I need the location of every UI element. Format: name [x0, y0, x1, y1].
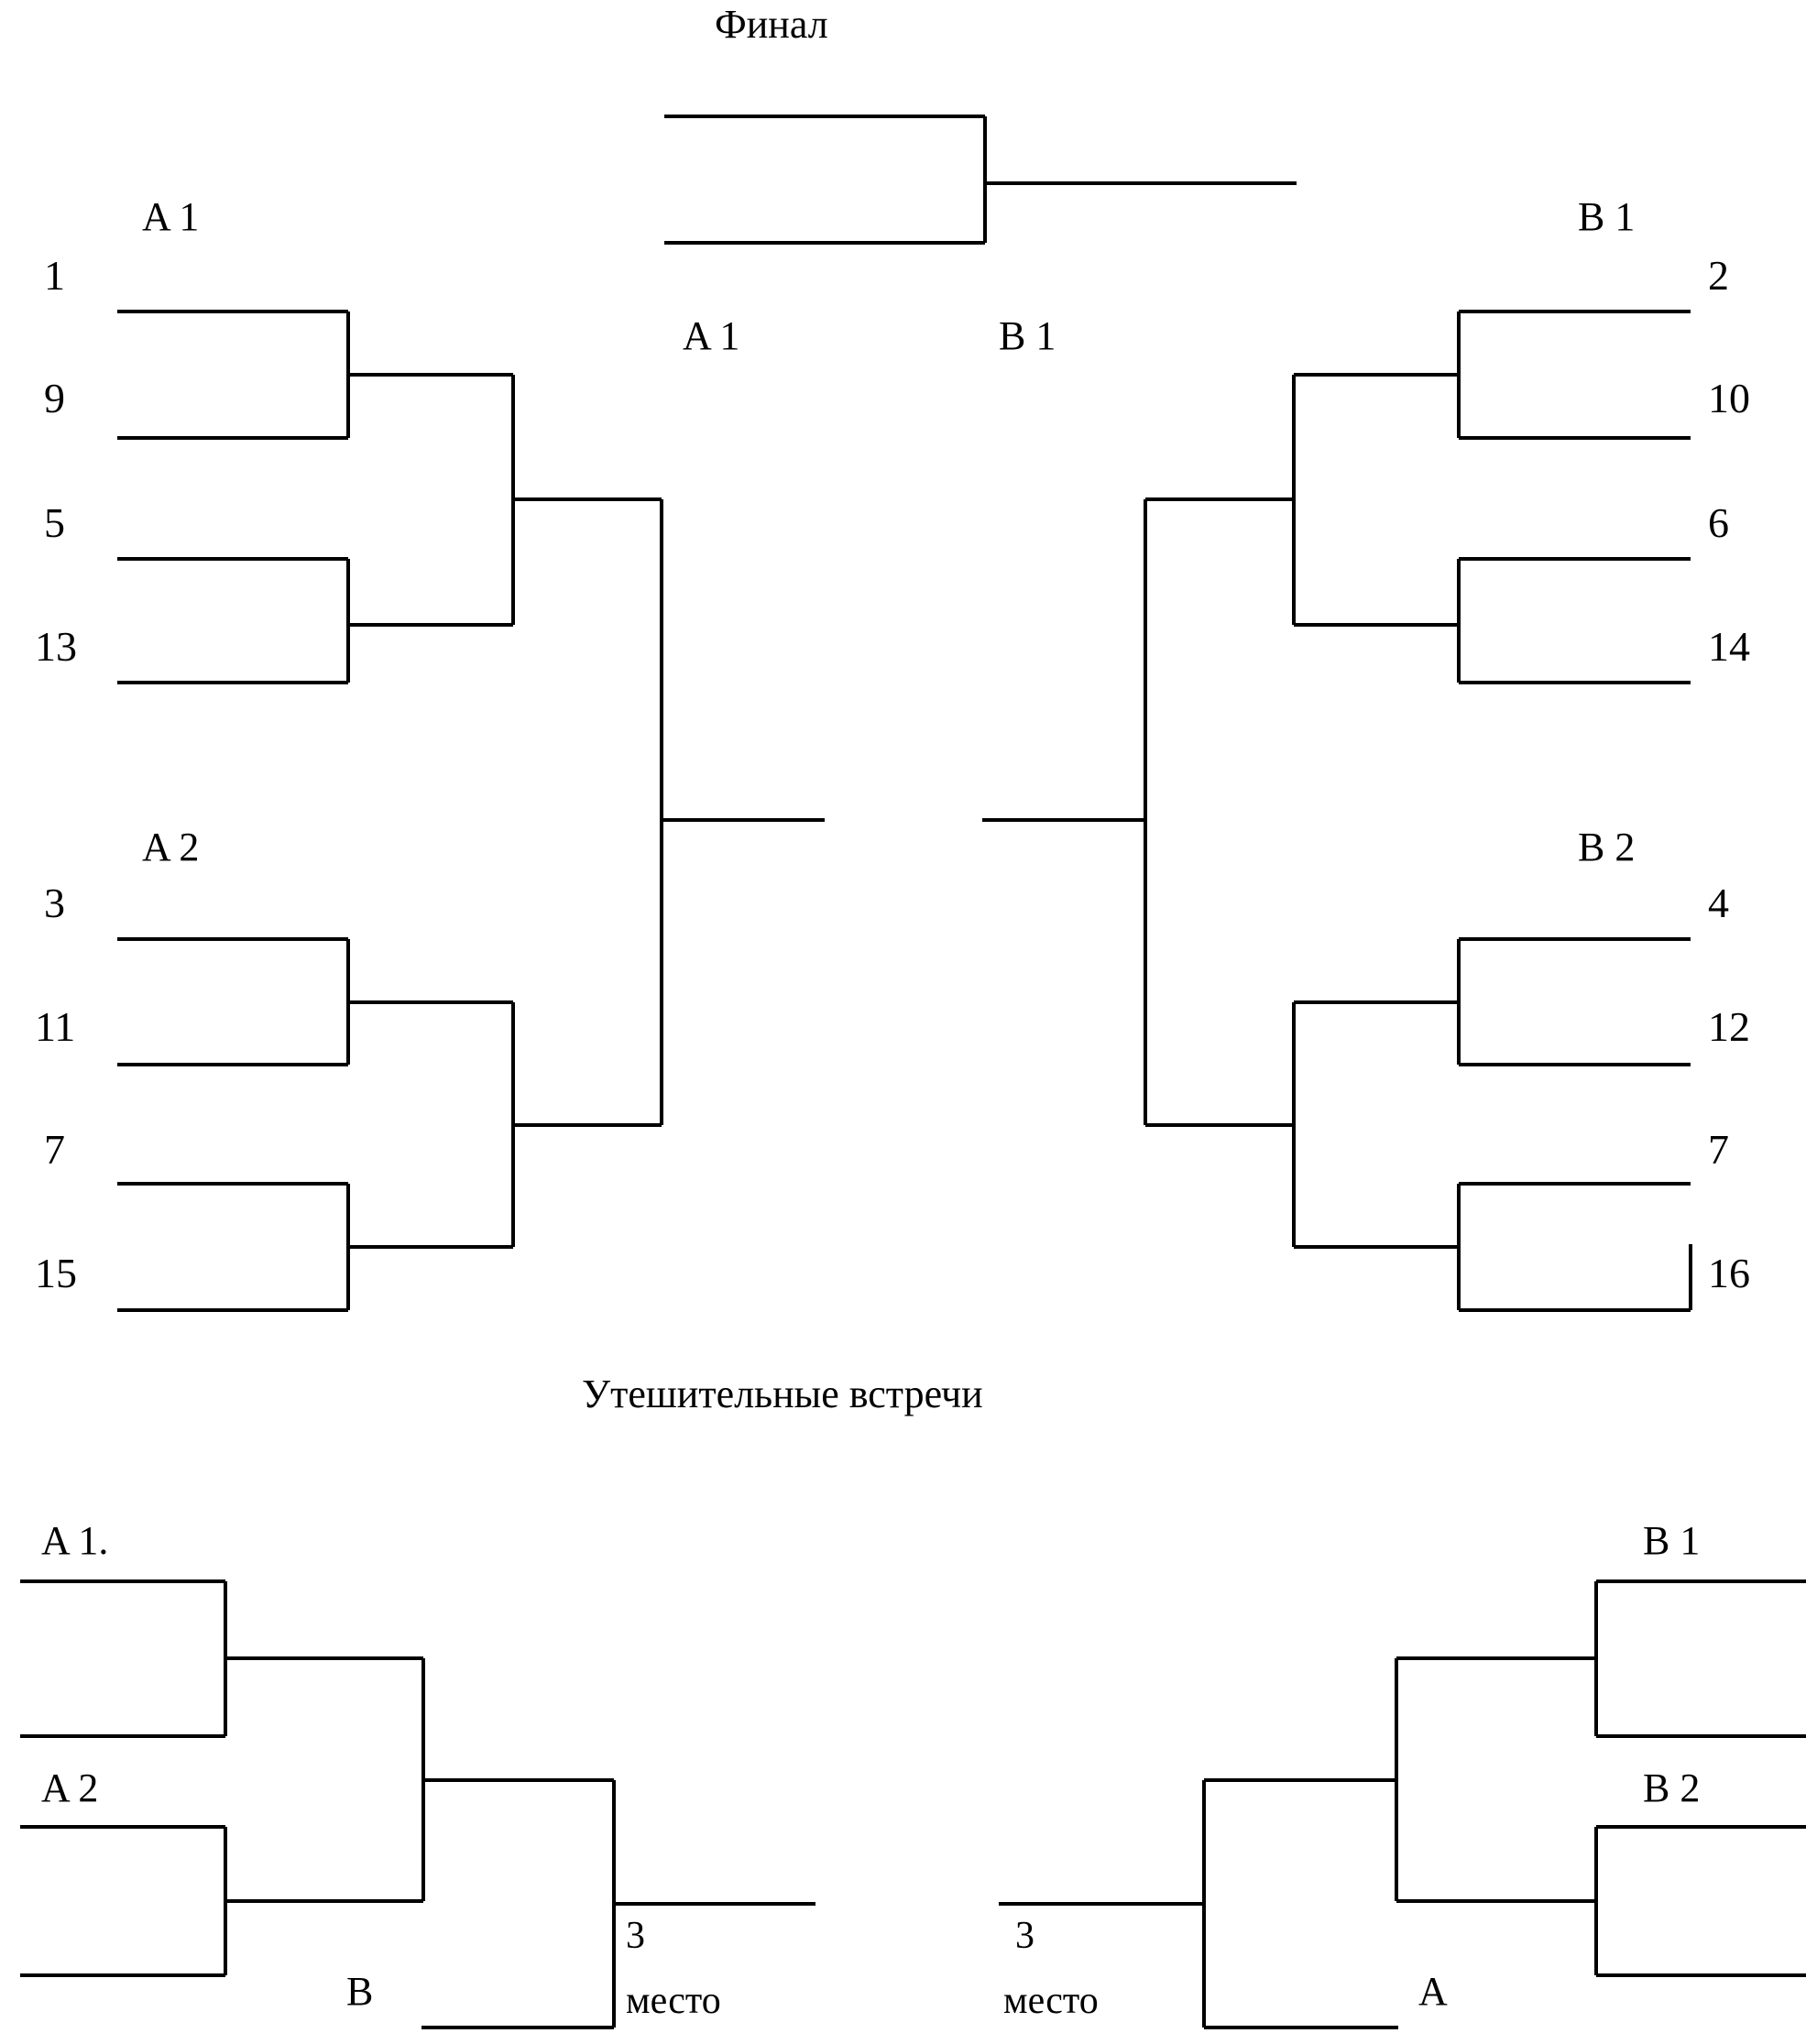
consolation-left-entry-top-label: A 1. — [41, 1518, 109, 1563]
left-semifinal-lines — [511, 499, 825, 1127]
seed-left-5: 3 — [44, 880, 65, 926]
consolation-left-place-word: место — [626, 1980, 721, 2022]
consolation-left-round2-lines — [224, 1656, 425, 1903]
seed-right-6: 12 — [1708, 1003, 1750, 1050]
group-label-b2: B 2 — [1578, 825, 1636, 869]
seed-right-7: 7 — [1708, 1126, 1729, 1173]
seed-left-3: 5 — [44, 499, 65, 546]
final-heading: Финал — [715, 2, 828, 47]
consolation-left-final-lines — [421, 1778, 815, 2029]
right-b1-round1-lines — [1457, 310, 1691, 684]
seed-left-2: 9 — [44, 375, 65, 421]
consolation-right-place-word: место — [1003, 1980, 1099, 2022]
consolation-right-entry-top-label: B 1 — [1643, 1518, 1701, 1563]
consolation-left-entry-bottom-label: A 2 — [41, 1765, 99, 1810]
seed-right-8: 16 — [1708, 1250, 1750, 1296]
seed-left-4: 13 — [35, 623, 77, 670]
consolation-heading: Утешительные встречи — [582, 1372, 983, 1416]
seed-right-1: 2 — [1708, 252, 1729, 299]
right-b2-round2-lines — [1292, 1000, 1461, 1249]
consolation-right-opponent-label: A — [1418, 1969, 1448, 2014]
seed-right-4: 14 — [1708, 623, 1750, 670]
left-a2-round2-lines — [346, 1000, 515, 1249]
semifinal-label-right: B 1 — [999, 313, 1056, 358]
seed-left-8: 15 — [35, 1250, 77, 1296]
seed-left-6: 11 — [35, 1003, 76, 1050]
consolation-left-place-number: 3 — [626, 1915, 645, 1957]
group-label-a2: A 2 — [142, 825, 200, 869]
semifinal-label-left: A 1 — [683, 313, 740, 358]
right-b2-round1-lines — [1457, 937, 1692, 1312]
final-match-lines — [664, 115, 1297, 245]
right-semifinal-lines — [982, 499, 1296, 1127]
consolation-right-round2-lines — [1395, 1656, 1598, 1903]
group-label-a1: A 1 — [142, 194, 200, 239]
consolation-right-final-lines — [999, 1778, 1398, 2029]
seed-right-3: 6 — [1708, 499, 1729, 546]
left-a1-round1-lines — [117, 310, 350, 684]
seed-left-1: 1 — [44, 252, 65, 299]
seed-right-2: 10 — [1708, 375, 1750, 421]
consolation-left-opponent-label: B — [346, 1969, 374, 2014]
group-label-b1: B 1 — [1578, 194, 1636, 239]
right-b1-round2-lines — [1292, 373, 1461, 627]
seed-left-7: 7 — [44, 1126, 65, 1173]
consolation-right-entry-bottom-label: B 2 — [1643, 1765, 1701, 1810]
consolation-right-place-number: 3 — [1015, 1915, 1034, 1957]
consolation-right-round1-lines — [1594, 1579, 1806, 1977]
seed-right-5: 4 — [1708, 880, 1729, 926]
left-a2-round1-lines — [117, 937, 350, 1312]
left-a1-round2-lines — [346, 373, 515, 627]
